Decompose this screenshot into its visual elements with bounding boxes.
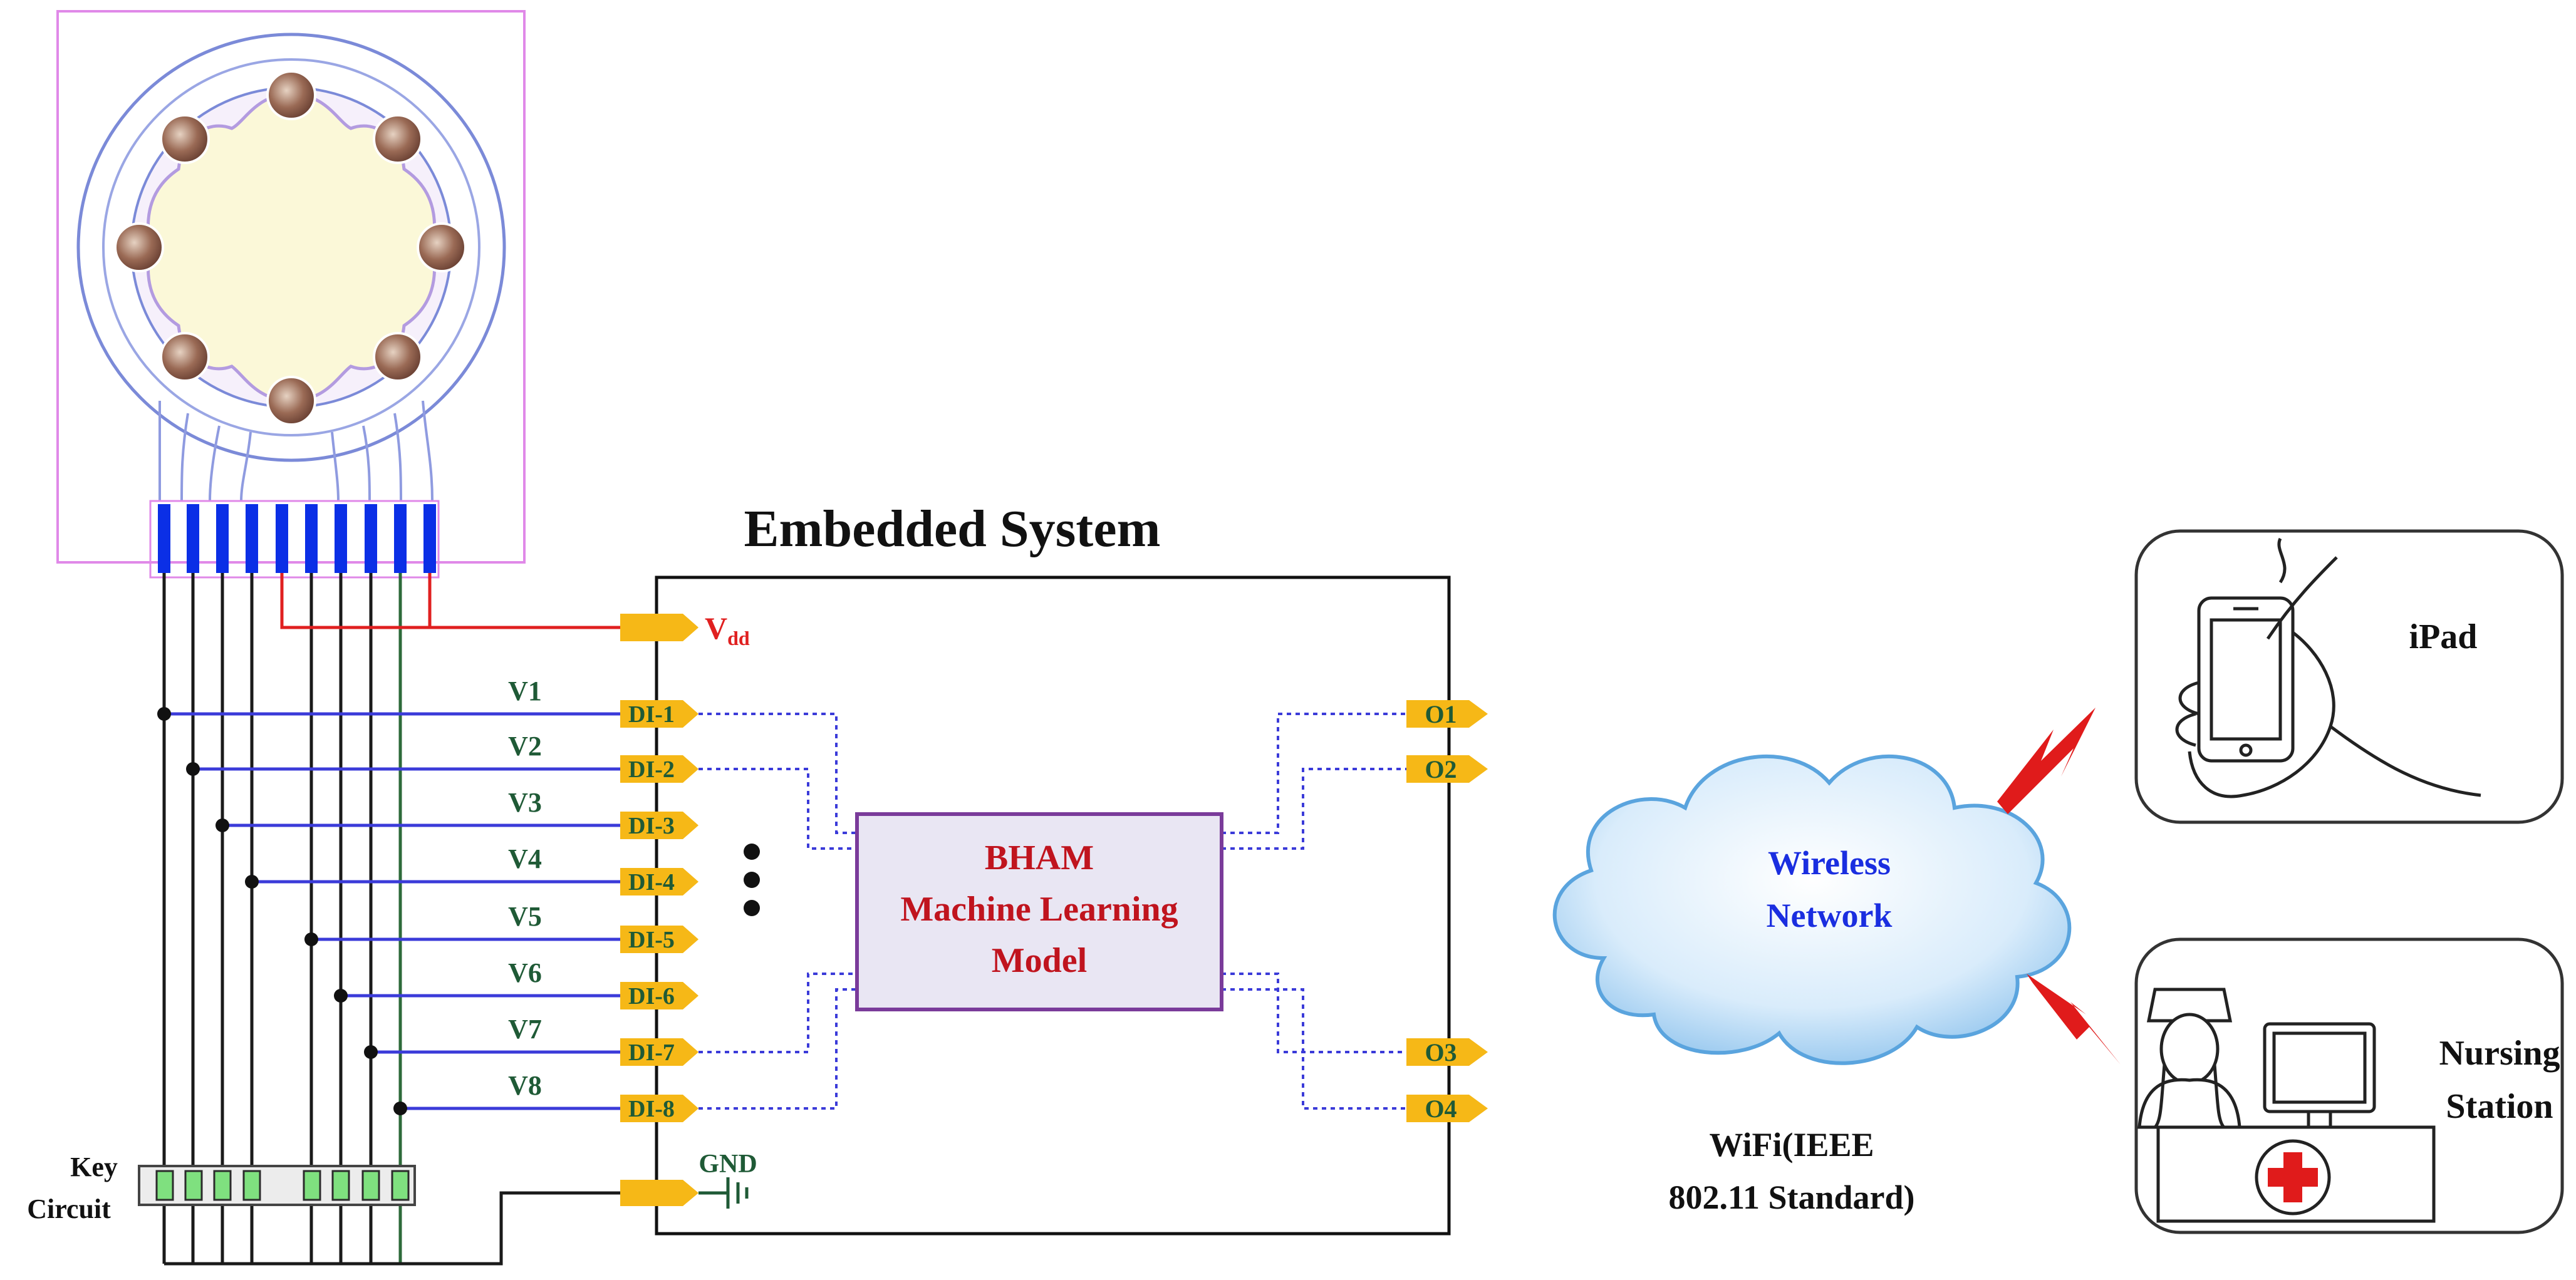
input-pin	[620, 982, 699, 1009]
voltage-label: V6	[508, 957, 542, 988]
junction-dots	[157, 707, 407, 1115]
output-pin-label: O2	[1425, 755, 1457, 783]
cloud-label: Network	[1767, 897, 1893, 934]
sensor-node	[266, 70, 316, 120]
wifi-standard-label: 802.11 Standard)	[1668, 1179, 1914, 1216]
vdd-label: Vdd	[705, 611, 750, 649]
input-pin-label: DI-7	[628, 1040, 675, 1066]
output-pin-label: O4	[1425, 1095, 1457, 1123]
sensor-node	[373, 332, 423, 382]
voltage-label: V3	[508, 787, 542, 818]
gnd-label: GND	[699, 1150, 757, 1179]
key-circuit	[138, 1165, 416, 1206]
voltage-label: V7	[508, 1014, 542, 1045]
model-label: Machine Learning	[900, 890, 1178, 929]
sensor-connector	[149, 500, 440, 579]
nurse-icon	[2137, 988, 2241, 1129]
key-circuit-label: Key	[70, 1152, 118, 1182]
sensor-node	[160, 332, 210, 382]
input-pin	[620, 700, 699, 728]
gnd-pin	[620, 1180, 699, 1206]
output-pin-label: O3	[1425, 1038, 1457, 1066]
vertical-wires	[162, 573, 620, 1266]
bus-lines	[164, 712, 620, 1110]
cloud-label: Wireless	[1768, 844, 1891, 882]
input-pin-label: DI-5	[628, 927, 675, 953]
output-pin	[1406, 700, 1488, 728]
input-pin-label: DI-4	[628, 869, 675, 895]
input-pin-label: DI-8	[628, 1096, 675, 1122]
output-pin	[1406, 1038, 1488, 1066]
input-pin-label: DI-2	[628, 756, 675, 783]
input-pin	[620, 926, 699, 953]
input-pins	[620, 700, 699, 1122]
sensor-node	[114, 222, 164, 272]
wifi-standard-label: WiFi(IEEE	[1709, 1126, 1874, 1164]
sensor-pad	[56, 10, 526, 564]
input-pin-label: DI-6	[628, 983, 675, 1009]
sensor-node	[160, 114, 210, 164]
model-label: Model	[992, 941, 1087, 980]
lightning-icon	[1997, 708, 2096, 814]
model-label: BHAM	[985, 839, 1094, 877]
voltage-label: V5	[508, 901, 542, 932]
output-pin	[1406, 1095, 1488, 1122]
vdd-line	[280, 573, 620, 629]
voltage-label: V2	[508, 731, 542, 761]
computer-monitor-icon	[2263, 1022, 2376, 1129]
sensor-node	[266, 376, 316, 426]
nursing-station-label: Nursing	[2439, 1034, 2560, 1073]
key-circuit-label: Circuit	[27, 1194, 111, 1224]
sensor-node	[417, 222, 467, 272]
model-box	[855, 812, 1223, 1011]
ground-icon	[699, 1177, 749, 1209]
output-pin-label: O1	[1425, 700, 1457, 728]
voltage-label: V4	[508, 844, 542, 874]
input-pin	[620, 755, 699, 783]
input-pin	[620, 868, 699, 895]
medical-cross-icon	[2255, 1139, 2331, 1215]
dotted-connections	[699, 713, 1406, 1110]
sensor-node	[373, 114, 423, 164]
nursing-station-label: Station	[2446, 1087, 2553, 1126]
input-pin-label: DI-3	[628, 813, 675, 839]
vdd-pin	[620, 614, 699, 641]
output-pins	[1406, 700, 1488, 1122]
input-pin	[620, 1095, 699, 1122]
input-pin-label: DI-1	[628, 701, 675, 728]
sensor-nodes	[114, 70, 467, 426]
voltage-label: V8	[508, 1070, 542, 1101]
ellipsis-icon	[744, 844, 760, 916]
input-pin	[620, 1038, 699, 1066]
cloud-icon	[1552, 754, 2072, 1065]
output-pin	[1406, 755, 1488, 783]
embedded-system-title: Embedded System	[744, 500, 1160, 558]
lightning-icon	[2027, 974, 2121, 1065]
input-pin	[620, 812, 699, 839]
voltage-label: V1	[508, 676, 542, 706]
phone-in-hand-icon	[2175, 537, 2481, 798]
ipad-label: iPad	[2409, 617, 2478, 656]
